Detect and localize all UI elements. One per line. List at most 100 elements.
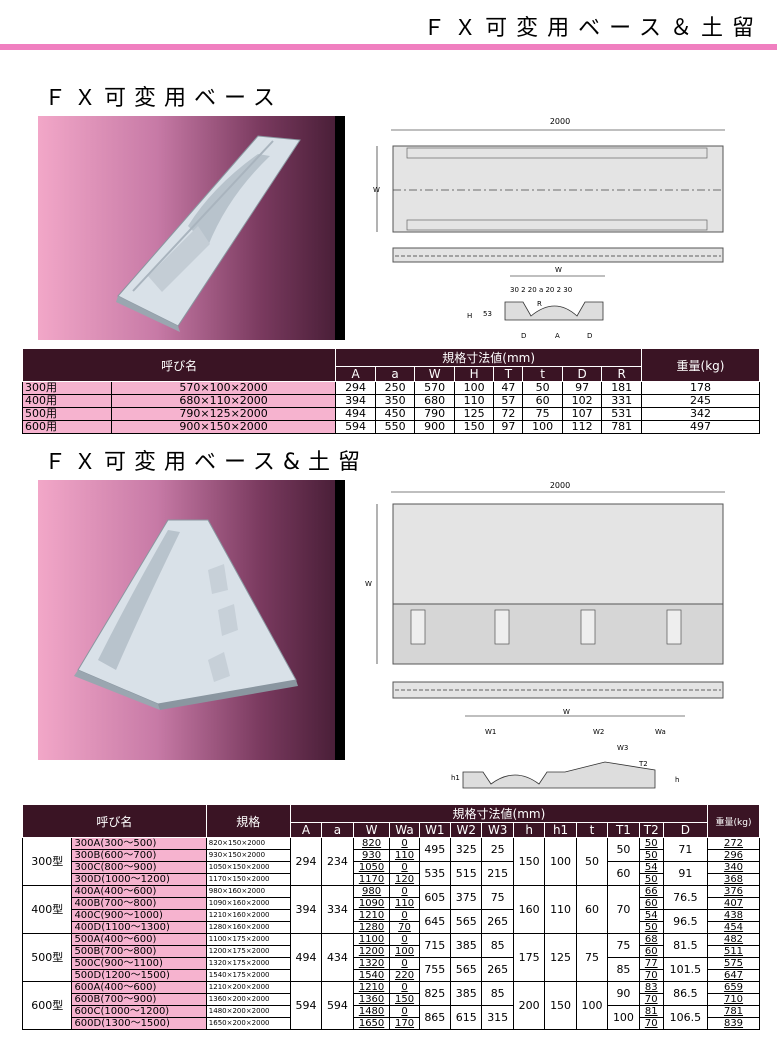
row-w: 1480: [352, 1005, 391, 1018]
w-label: W: [373, 186, 380, 194]
pair-d: 71: [662, 837, 709, 862]
row-name: 500C(900～1100): [71, 957, 207, 970]
row-spec: 680×110×2000: [110, 394, 337, 408]
col-a-0: A: [335, 366, 376, 382]
row-weight: 647: [707, 969, 760, 982]
row-w: 1200: [352, 945, 391, 958]
h-label-2: h: [675, 776, 679, 784]
dim-a: A: [555, 332, 560, 340]
pair-w1: 605: [418, 885, 452, 910]
col2-a-0: A: [289, 822, 323, 838]
group-a-upper: 494: [289, 933, 323, 982]
row-w: 1050: [352, 861, 391, 874]
col-w-2: W: [414, 366, 455, 382]
row-name: 400C(900～1000): [71, 909, 207, 922]
row-wa: 170: [389, 1017, 420, 1030]
row-weight: 438: [707, 909, 760, 922]
col-weight-2: 重量(kg): [707, 804, 760, 838]
pair-w2: 385: [450, 933, 483, 958]
row-t2: 77: [638, 957, 664, 970]
row-name: 500B(700～800): [71, 945, 207, 958]
row-value: 680: [414, 394, 455, 408]
row-value: 60: [522, 394, 563, 408]
row-wa: 0: [389, 957, 420, 970]
pair-w2: 325: [450, 837, 483, 862]
row-value: 570: [414, 381, 455, 395]
pair-t1: 70: [607, 885, 640, 934]
pair-w3: 75: [481, 885, 514, 910]
col-name: 呼び名: [21, 348, 337, 382]
svg-text:30 2 20 a 20 2 30: 30 2 20 a 20 2 30: [510, 286, 572, 294]
row-spec: 1170×150×2000: [205, 873, 291, 886]
row-t2: 50: [638, 837, 664, 850]
row-name: 300A(300～500): [71, 837, 207, 850]
row-name: 400B(700～800): [71, 897, 207, 910]
row-value: 550: [374, 420, 416, 434]
pair-w2: 375: [450, 885, 483, 910]
col-d-6: D: [561, 366, 603, 382]
dim-d-right: D: [587, 332, 592, 340]
row-weight: 342: [641, 407, 760, 421]
col-group-2: 規格寸法値(mm): [289, 804, 709, 823]
row-wa: 0: [389, 837, 420, 850]
row-weight: 482: [707, 933, 760, 946]
row-t2: 70: [638, 1017, 664, 1030]
pair-w2: 615: [450, 1005, 483, 1030]
row-value: 57: [493, 394, 524, 408]
pair-w2: 565: [450, 909, 483, 934]
group-label: 600型: [21, 981, 73, 1030]
row-wa: 0: [389, 1005, 420, 1018]
row-spec: 1540×175×2000: [205, 969, 291, 982]
row-spec: 1210×160×2000: [205, 909, 291, 922]
pair-w1: 755: [418, 957, 452, 982]
row-spec: 1280×160×2000: [205, 921, 291, 934]
row-name: 600D(1300～1500): [71, 1017, 207, 1030]
row-name: 500A(400～600): [71, 933, 207, 946]
row-value: 331: [601, 394, 642, 408]
col2-d-12: D: [662, 822, 709, 838]
col2-w1-4: W1: [418, 822, 452, 838]
row-w: 1210: [352, 909, 391, 922]
row-wa: 0: [389, 981, 420, 994]
pair-w3: 265: [481, 909, 514, 934]
group-t: 75: [575, 933, 609, 982]
row-value: 250: [374, 381, 416, 395]
pair-w3: 25: [481, 837, 514, 862]
base-photo-illustration: [116, 135, 301, 332]
row-value: 50: [522, 381, 563, 395]
row-weight: 178: [641, 381, 760, 395]
pair-w1: 645: [418, 909, 452, 934]
col2-a-1: a: [321, 822, 354, 838]
h-label: H: [467, 312, 472, 320]
row-t2: 50: [638, 849, 664, 862]
row-spec: 1050×150×2000: [205, 861, 291, 874]
page-header: ＦＸ可変用ベース＆土留: [0, 0, 777, 52]
row-wa: 110: [389, 849, 420, 862]
w-label-4: W: [563, 708, 570, 716]
col-t-5: t: [522, 366, 563, 382]
row-value: 594: [335, 420, 376, 434]
row-weight: 245: [641, 394, 760, 408]
row-value: 494: [335, 407, 376, 421]
group-t: 60: [575, 885, 609, 934]
row-wa: 0: [389, 909, 420, 922]
t2-label: T2: [638, 760, 648, 768]
pair-w2: 515: [450, 861, 483, 886]
row-w: 980: [352, 885, 391, 898]
row-weight: 272: [707, 837, 760, 850]
row-value: 97: [561, 381, 603, 395]
row-weight: 376: [707, 885, 760, 898]
row-value: 112: [561, 420, 603, 434]
col2-w-2: W: [352, 822, 391, 838]
group-label: 500型: [21, 933, 73, 982]
pair-t1: 90: [607, 981, 640, 1006]
pair-w3: 315: [481, 1005, 514, 1030]
row-spec: 1320×175×2000: [205, 957, 291, 970]
row-weight: 296: [707, 849, 760, 862]
